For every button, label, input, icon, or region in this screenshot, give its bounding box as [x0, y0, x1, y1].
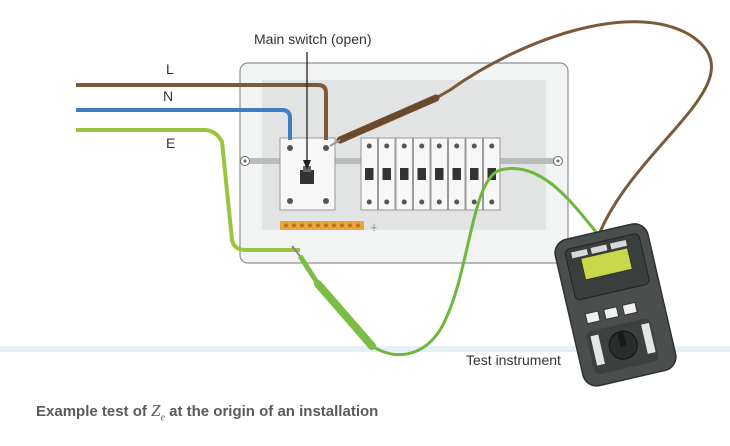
instrument-button: [621, 301, 638, 316]
circuit-breaker: [360, 137, 378, 211]
figure-caption: Example test of Ze at the origin of an i…: [36, 401, 378, 423]
instrument-button: [584, 310, 601, 325]
line-label: L: [166, 61, 174, 77]
main-switch: [279, 137, 336, 211]
test-instrument: [554, 223, 677, 387]
circuit-breaker: [378, 137, 396, 211]
background-band: [0, 346, 730, 352]
breaker-row: [360, 137, 501, 211]
svg-text:⏚: ⏚: [370, 223, 378, 232]
earth-probe: [314, 280, 376, 350]
circuit-breaker: [465, 137, 483, 211]
earth-label: E: [166, 135, 176, 151]
main-switch-label: Main switch (open): [254, 31, 372, 47]
main-switch-toggle: [300, 170, 314, 184]
neutral-label: N: [163, 88, 174, 104]
caption-suffix: at the origin of an installation: [164, 403, 379, 420]
circuit-breaker: [413, 137, 431, 211]
instrument-display: [580, 247, 633, 281]
earth-terminal-bar: ⏚: [280, 221, 378, 232]
line-probe: [336, 94, 440, 144]
test-instrument-label: Test instrument: [466, 352, 561, 368]
line-wire: [76, 83, 328, 140]
circuit-breaker: [448, 137, 466, 211]
earth-test-lead: [363, 167, 598, 357]
caption-prefix: Example test of: [36, 403, 152, 420]
line-test-lead: [435, 20, 713, 233]
circuit-breaker: [430, 137, 448, 211]
neutral-wire: [76, 108, 292, 140]
caption-symbol: Ze: [151, 401, 165, 424]
circuit-breaker: [395, 137, 413, 211]
instrument-button: [603, 306, 620, 320]
earth-wire: [76, 128, 300, 252]
